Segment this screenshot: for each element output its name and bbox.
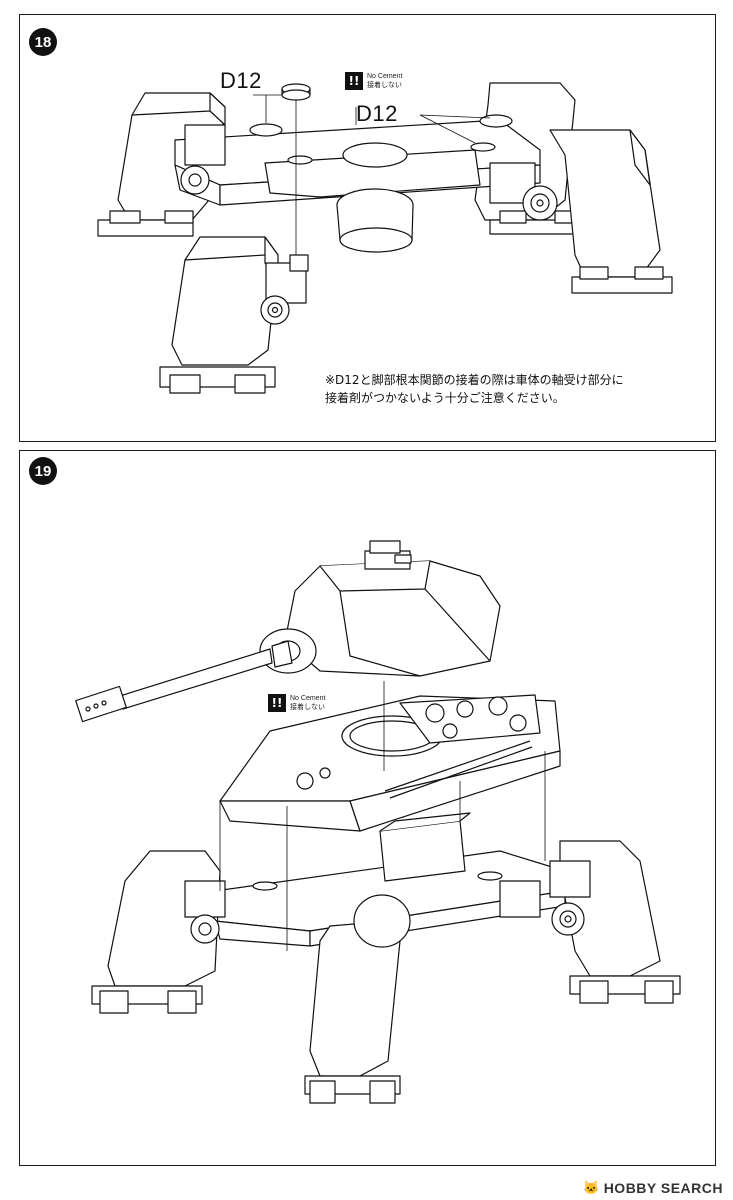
- no-cement-label-jp: 接着しない: [367, 80, 402, 89]
- step-18-part-label-d12-right: D12: [356, 101, 398, 126]
- leg-front-center: [304, 894, 411, 1104]
- hull-body: [174, 114, 541, 253]
- gun-barrel: [75, 640, 293, 723]
- step-19-panel: 19: [19, 450, 716, 1166]
- step-18-note-line-2: 接着剤がつかないよう十分ご注意ください。: [325, 391, 565, 405]
- step-19-number-badge: 19: [29, 457, 57, 485]
- part-d12: [281, 83, 311, 101]
- step-19-no-cement-callout: !! No Cement 接着しない: [268, 694, 325, 712]
- step-18-assembly-illustration: [97, 82, 673, 394]
- hobby-search-wordmark: HOBBY SEARCH: [603, 1180, 723, 1196]
- hobby-search-watermark: 🐱 HOBBY SEARCH: [583, 1180, 723, 1196]
- leg-right-rear: [499, 840, 681, 1004]
- step-19-assembly-illustration: [75, 540, 681, 1104]
- leg-joints: [180, 124, 558, 221]
- step-18-note-line-1: ※D12と脚部根本関節の接着の際は車体の軸受け部分に: [325, 373, 624, 387]
- no-cement-label-en: No Cement: [367, 72, 403, 80]
- no-cement-label-en: No Cement: [290, 694, 326, 702]
- hobby-search-logo-icon: 🐱: [583, 1180, 600, 1195]
- leg-left-front: [159, 236, 309, 394]
- step-18-part-label-d12-left: D12: [220, 68, 262, 93]
- no-cement-label-jp: 接着しない: [290, 702, 325, 711]
- step-18-panel: 18: [19, 14, 716, 442]
- upper-hull: [219, 694, 561, 832]
- warning-icon: !!: [345, 72, 363, 90]
- turret: [259, 540, 501, 677]
- leg-left-rear: [91, 850, 226, 1014]
- step-18-no-cement-callout: !! No Cement 接着しない: [345, 72, 402, 90]
- step-18-number-badge: 18: [29, 28, 57, 56]
- step-18-note: ※D12と脚部根本関節の接着の際は車体の軸受け部分に 接着剤がつかないよう十分ご…: [325, 371, 624, 407]
- leg-right-front: [549, 129, 673, 294]
- warning-icon: !!: [268, 694, 286, 712]
